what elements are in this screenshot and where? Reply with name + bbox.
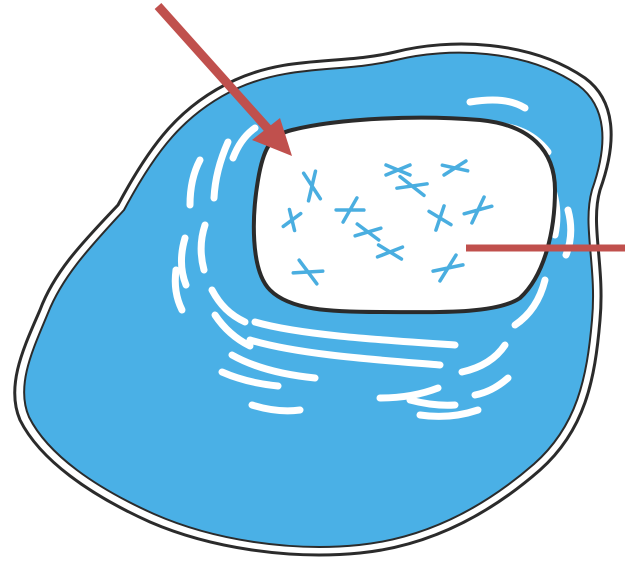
cell-diagram-stage [0, 0, 625, 564]
cell-diagram [0, 0, 625, 564]
